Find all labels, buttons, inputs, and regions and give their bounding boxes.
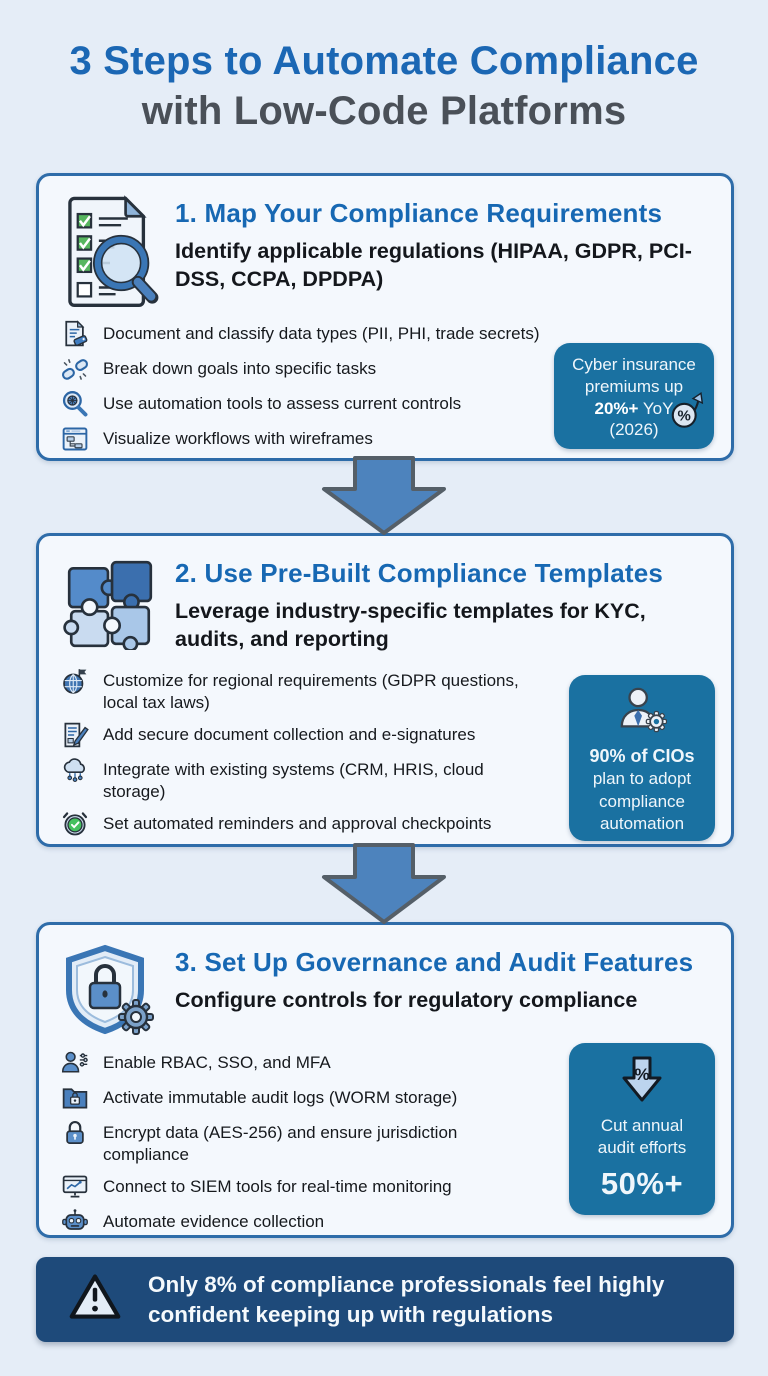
step-card-3: 3. Set Up Governance and Audit Features … xyxy=(36,922,734,1238)
list-item: Customize for regional requirements (GDP… xyxy=(61,667,576,714)
stat-bold-value: 90% of CIOs xyxy=(589,746,695,767)
percent-trend-up-icon: % xyxy=(671,390,708,436)
robot-icon xyxy=(61,1208,89,1236)
list-item-text: Customize for regional requirements (GDP… xyxy=(103,670,519,712)
cloud-network-icon xyxy=(61,756,89,784)
list-item-text: Document and classify data types (PII, P… xyxy=(103,324,540,343)
page-title: 3 Steps to Automate Compliance with Low-… xyxy=(0,36,768,137)
step-3-header-text: 3. Set Up Governance and Audit Features … xyxy=(175,939,715,1014)
list-item-text: Visualize workflows with wireframes xyxy=(103,429,373,448)
step-2-heading: 2. Use Pre-Built Compliance Templates xyxy=(175,558,664,588)
checklist-magnifier-icon xyxy=(53,190,167,312)
monitor-chart-icon xyxy=(61,1173,89,1201)
list-item: Set automated reminders and approval che… xyxy=(61,810,576,838)
list-item-text: Break down goals into specific tasks xyxy=(103,359,377,378)
stat-big-value: 50%+ xyxy=(600,1166,684,1202)
step-3-bullets: Enable RBAC, SSO, and MFA Activate immut… xyxy=(39,1041,731,1236)
list-item-text: Enable RBAC, SSO, and MFA xyxy=(103,1053,331,1072)
wireframe-window-icon xyxy=(61,425,89,453)
puzzle-pieces-icon xyxy=(53,550,167,650)
globe-flag-icon xyxy=(61,667,89,695)
step-3-subheading: Configure controls for regulatory compli… xyxy=(175,988,638,1012)
user-permissions-icon xyxy=(61,1049,89,1077)
svg-text:%: % xyxy=(634,1065,649,1084)
stat-line: (2026) xyxy=(609,420,659,440)
list-item: Encrypt data (AES-256) and ensure jurisd… xyxy=(61,1119,576,1166)
stat-line: premiums up xyxy=(584,376,684,396)
step-2-bullets: Customize for regional requirements (GDP… xyxy=(39,654,731,838)
percent-arrow-down-icon: % xyxy=(575,1055,709,1111)
stat-line: Cyber insurance xyxy=(572,355,696,374)
step-1-subheading: Identify applicable regulations (HIPAA, … xyxy=(175,239,692,292)
step-1-header-text: 1. Map Your Compliance Requirements Iden… xyxy=(175,190,715,294)
list-item-text: Use automation tools to assess current c… xyxy=(103,394,462,413)
stat-line: audit efforts xyxy=(597,1138,687,1158)
step-2-header: 2. Use Pre-Built Compliance Templates Le… xyxy=(39,536,731,654)
alarm-check-icon xyxy=(61,810,89,838)
warning-triangle-icon xyxy=(68,1271,122,1328)
list-item-text: Connect to SIEM tools for real-time moni… xyxy=(103,1177,452,1197)
list-item: Automate evidence collection xyxy=(61,1208,576,1236)
step-3-heading: 3. Set Up Governance and Audit Features xyxy=(175,947,694,977)
down-arrow-icon xyxy=(320,843,448,930)
stat-card-cyber-insurance: Cyber insurance premiums up 20%+ YoY (20… xyxy=(554,343,714,449)
list-item: Connect to SIEM tools for real-time moni… xyxy=(61,1173,576,1201)
person-gear-icon xyxy=(575,685,709,741)
magnifier-gear-icon xyxy=(61,390,89,418)
list-item-text: Activate immutable audit logs (WORM stor… xyxy=(103,1088,458,1107)
list-item: Integrate with existing systems (CRM, HR… xyxy=(61,756,576,803)
list-item: Break down goals into specific tasks xyxy=(61,355,576,383)
shield-lock-gear-icon xyxy=(53,939,167,1041)
step-2-subheading: Leverage industry-specific templates for… xyxy=(175,599,646,652)
list-item-text: Set automated reminders and approval che… xyxy=(103,814,492,834)
document-pen-icon xyxy=(61,721,89,749)
step-1-bullets: Document and classify data types (PII, P… xyxy=(39,312,731,453)
padlock-icon xyxy=(61,1119,89,1147)
step-3-header: 3. Set Up Governance and Audit Features … xyxy=(39,925,731,1041)
stat-line: Cut annual xyxy=(600,1116,684,1136)
list-item-text: Integrate with existing systems (CRM, HR… xyxy=(103,759,484,802)
stat-card-cio-adoption: 90% of CIOs plan to adopt compliance aut… xyxy=(569,675,715,841)
list-item: Visualize workflows with wireframes xyxy=(61,425,576,453)
document-tag-icon xyxy=(61,320,89,348)
warning-banner: Only 8% of compliance professionals feel… xyxy=(36,1257,734,1342)
list-item: Activate immutable audit logs (WORM stor… xyxy=(61,1084,576,1112)
list-item: Use automation tools to assess current c… xyxy=(61,390,576,418)
page-title-line2: with Low-Code Platforms xyxy=(141,89,627,134)
banner-text: Only 8% of compliance professionals feel… xyxy=(148,1271,665,1327)
folder-lock-icon xyxy=(61,1084,89,1112)
svg-text:%: % xyxy=(678,408,691,425)
list-item: Add secure document collection and e-sig… xyxy=(61,721,576,749)
list-item: Document and classify data types (PII, P… xyxy=(61,320,576,348)
stat-card-audit-efforts: % Cut annual audit efforts 50%+ xyxy=(569,1043,715,1215)
stat-line: plan to adopt compliance automation xyxy=(592,769,692,833)
down-arrow-icon xyxy=(320,456,448,541)
broken-link-icon xyxy=(61,355,89,383)
list-item: Enable RBAC, SSO, and MFA xyxy=(61,1049,576,1077)
list-item-text: Add secure document collection and e-sig… xyxy=(103,724,476,744)
stat-bold-value: 20%+ xyxy=(594,398,639,418)
step-1-heading: 1. Map Your Compliance Requirements xyxy=(175,198,663,228)
list-item-text: Automate evidence collection xyxy=(103,1212,325,1232)
step-2-header-text: 2. Use Pre-Built Compliance Templates Le… xyxy=(175,550,715,654)
page-title-line1: 3 Steps to Automate Compliance xyxy=(69,39,699,83)
step-card-1: 1. Map Your Compliance Requirements Iden… xyxy=(36,173,734,461)
list-item-text: Encrypt data (AES-256) and ensure jurisd… xyxy=(103,1123,458,1165)
stat-line: 20%+ YoY xyxy=(594,398,674,418)
step-card-2: 2. Use Pre-Built Compliance Templates Le… xyxy=(36,533,734,847)
step-1-header: 1. Map Your Compliance Requirements Iden… xyxy=(39,176,731,312)
